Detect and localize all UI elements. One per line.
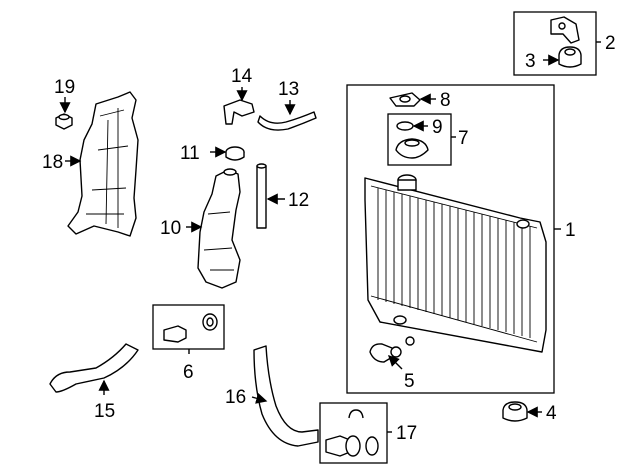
part-6-plug: [163, 313, 218, 343]
part-5-drain-cock: [369, 336, 415, 370]
part-17-fittings: [325, 409, 379, 457]
callout-4: 4: [546, 403, 557, 424]
radiator-group-box: [346, 84, 555, 394]
part-17-box: [319, 402, 388, 464]
callout-3: 3: [525, 51, 536, 72]
callout-13: 13: [278, 79, 299, 100]
callout-16: 16: [225, 387, 246, 408]
part-13-hose: [257, 100, 317, 131]
callout-6: 6: [183, 362, 194, 383]
callout-14: 14: [231, 66, 253, 87]
callout-8: 8: [440, 90, 451, 111]
part-10-reservoir: [186, 168, 241, 289]
callout-17: 17: [396, 423, 417, 444]
part-16-hose: [251, 345, 319, 447]
part-12-tube: [256, 163, 285, 229]
callout-1: 1: [565, 220, 576, 241]
part-15-hose: [49, 343, 139, 395]
callout-11: 11: [180, 143, 200, 164]
part-3-mount: [543, 46, 582, 68]
radiator-part: [364, 174, 547, 353]
callout-2: 2: [605, 33, 616, 54]
part-2-bracket: [550, 16, 580, 44]
callout-19: 19: [54, 77, 75, 98]
part-19-bolt: [55, 97, 73, 130]
radiator-cap: [395, 138, 429, 159]
part-2-box: [513, 11, 597, 76]
callout-7: 7: [458, 128, 469, 149]
part-8-plate: [389, 92, 436, 107]
part-18-shroud: [65, 91, 139, 237]
callout-15: 15: [94, 401, 115, 422]
part-4-mount: [502, 401, 542, 422]
part-14-fitting: [223, 87, 255, 125]
part-11-cap: [210, 146, 245, 161]
callout-5: 5: [404, 371, 415, 392]
part-7-box: [387, 113, 452, 166]
callout-12: 12: [288, 190, 309, 211]
callout-18: 18: [42, 152, 63, 173]
part-9-seal: [396, 120, 428, 132]
callout-9: 9: [432, 117, 443, 138]
callout-10: 10: [160, 218, 181, 239]
